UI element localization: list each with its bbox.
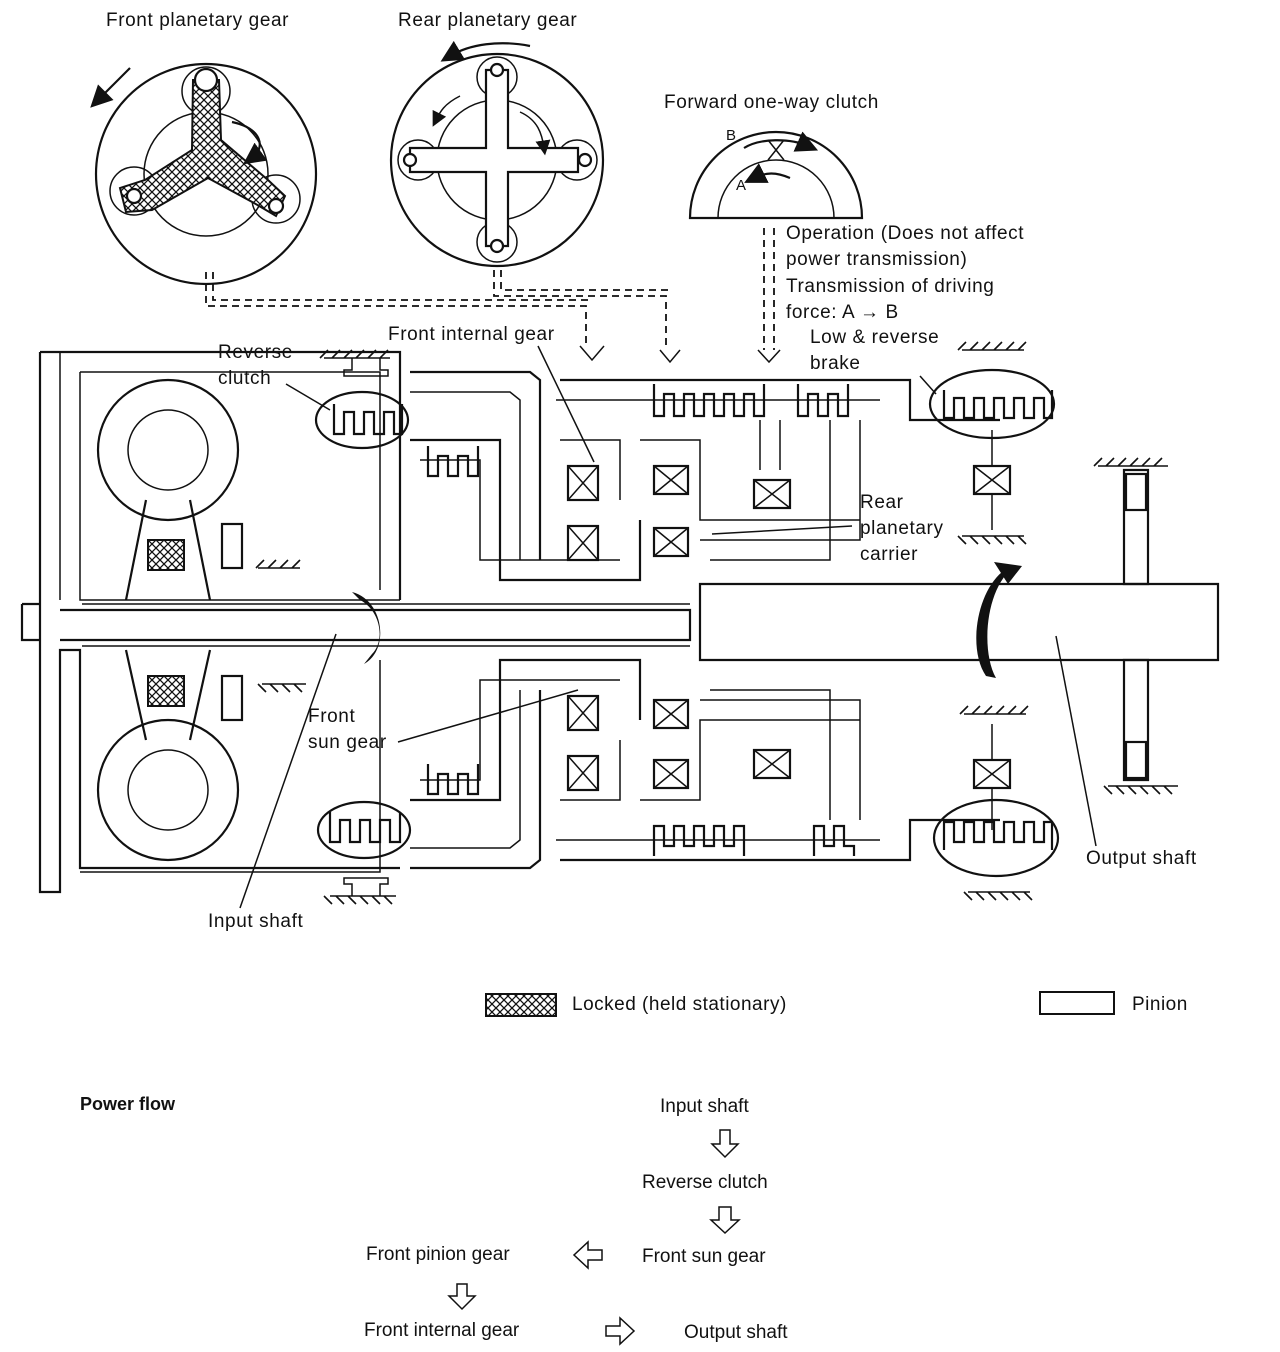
flow-front-pinion-gear: Front pinion gear bbox=[366, 1244, 510, 1265]
operation-line-2: power transmission) bbox=[786, 249, 967, 270]
rear-planetary-gear-view bbox=[389, 40, 605, 268]
right-arrow-icon bbox=[605, 1316, 636, 1346]
legend-locked-label: Locked (held stationary) bbox=[572, 994, 787, 1015]
down-arrow-icon bbox=[710, 1129, 740, 1159]
flow-front-internal-gear: Front internal gear bbox=[364, 1320, 520, 1341]
low-reverse-brake-line-2: brake bbox=[810, 353, 861, 374]
transmission-cross-section bbox=[20, 341, 1220, 909]
front-sun-gear-line-1: Front bbox=[308, 706, 355, 727]
rear-planetary-carrier-line-3: carrier bbox=[860, 544, 918, 565]
power-flow-arrows bbox=[447, 1129, 741, 1346]
flow-output-shaft: Output shaft bbox=[684, 1322, 788, 1343]
operation-line-1: Operation (Does not affect bbox=[786, 223, 1024, 244]
clutch-b-label: B bbox=[726, 127, 737, 144]
down-arrow-icon bbox=[709, 1206, 741, 1235]
operation-line-4: force: A → B bbox=[786, 302, 899, 323]
front-internal-gear-label: Front internal gear bbox=[388, 324, 555, 345]
legend-pinion-label: Pinion bbox=[1132, 994, 1188, 1015]
legend-locked-swatch bbox=[485, 993, 557, 1017]
front-planetary-gear-label: Front planetary gear bbox=[106, 10, 289, 31]
clutch-a-label: A bbox=[736, 177, 747, 194]
dashed-links bbox=[205, 228, 781, 364]
operation-line-3: Transmission of driving bbox=[786, 276, 994, 297]
flow-input-shaft: Input shaft bbox=[660, 1096, 749, 1117]
front-planetary-gear-view bbox=[90, 62, 318, 286]
power-flow-title: Power flow bbox=[80, 1094, 176, 1114]
rear-planetary-gear-label: Rear planetary gear bbox=[398, 10, 577, 31]
flow-reverse-clutch: Reverse clutch bbox=[642, 1172, 768, 1193]
rear-planetary-carrier-line-2: planetary bbox=[860, 518, 944, 539]
one-way-clutch-view bbox=[688, 130, 864, 220]
rear-planetary-carrier-line-1: Rear bbox=[860, 492, 904, 513]
output-shaft-label: Output shaft bbox=[1086, 848, 1197, 869]
legend-pinion-swatch bbox=[1039, 991, 1115, 1015]
forward-one-way-clutch-label: Forward one-way clutch bbox=[664, 92, 879, 113]
front-sun-gear-line-2: sun gear bbox=[308, 732, 387, 753]
reverse-clutch-line-2: clutch bbox=[218, 368, 271, 389]
input-shaft-label: Input shaft bbox=[208, 911, 303, 932]
low-reverse-brake-line-1: Low & reverse bbox=[810, 327, 939, 348]
flow-front-sun-gear: Front sun gear bbox=[642, 1246, 766, 1267]
left-arrow-icon bbox=[572, 1240, 603, 1270]
down-arrow-icon bbox=[447, 1283, 477, 1311]
reverse-clutch-line-1: Reverse bbox=[218, 342, 293, 363]
